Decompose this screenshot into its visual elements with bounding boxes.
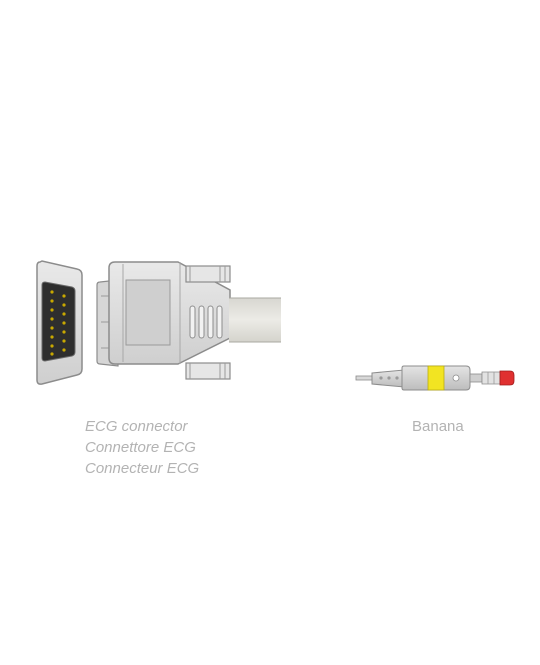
- red-tip: [499, 370, 515, 386]
- plug-pin: [469, 373, 483, 383]
- trunk-cable: [229, 297, 281, 343]
- dsub-front-face: [36, 260, 83, 385]
- banana-plug-drawing: [355, 365, 515, 391]
- caption-line-italian: Connettore ECG: [85, 439, 196, 456]
- caption-line-french: Connecteur ECG: [85, 460, 200, 477]
- dsub-pins: [50, 290, 66, 356]
- lead-wire: [355, 375, 375, 381]
- caption-line-english: ECG connector: [85, 418, 188, 435]
- connector-hood: [108, 261, 231, 365]
- hood-grip-ribs: [189, 305, 223, 339]
- ecg-connector-caption: ECG connector Connettore ECG Connecteur …: [85, 416, 199, 479]
- thumb-screw-top: [185, 265, 231, 283]
- yellow-color-band: [427, 365, 445, 391]
- thumb-screw-bottom: [185, 362, 231, 380]
- banana-caption: Banana: [412, 418, 464, 435]
- ecg-connector-drawing: [36, 260, 281, 385]
